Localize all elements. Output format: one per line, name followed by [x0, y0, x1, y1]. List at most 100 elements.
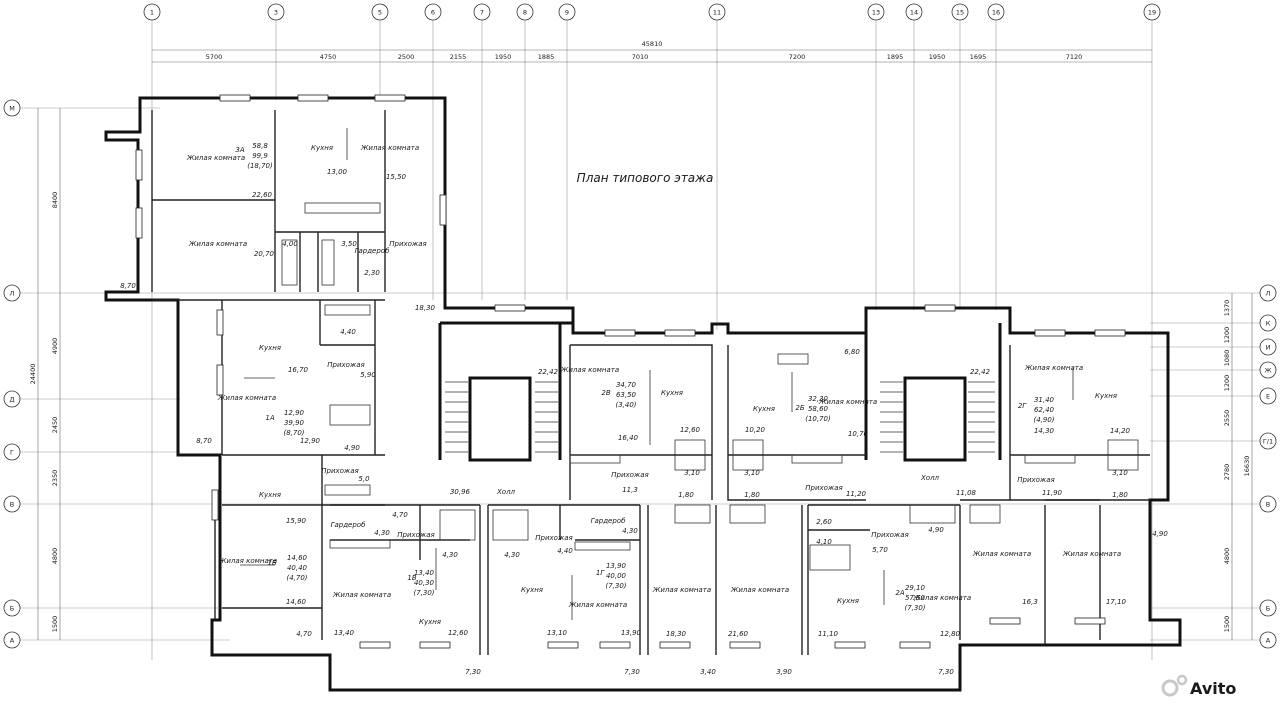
room-label: Холл: [920, 474, 940, 482]
dimension: 1950: [495, 53, 512, 61]
axis-marker: Б: [3, 599, 21, 617]
area-value: 22,60: [252, 191, 273, 199]
area-value: 99,9: [252, 152, 268, 160]
area-value: 10,20: [745, 426, 766, 434]
area-value: 40,30: [414, 579, 435, 587]
apartment-code: 3А: [235, 146, 244, 154]
svg-text:Б: Б: [10, 605, 14, 613]
dimension: 2500: [398, 53, 415, 61]
area-value: 13,90: [621, 629, 642, 637]
area-value: 4,70: [392, 511, 408, 519]
right-axis-markers: Л К И Ж Е Г/1 В Б А: [1259, 284, 1277, 649]
dimension-total: 16630: [1243, 456, 1251, 477]
area-value: 11,10: [818, 630, 839, 638]
dimension: 2450: [51, 417, 59, 434]
svg-text:7: 7: [480, 9, 484, 17]
room-label: Гардероб: [355, 247, 391, 255]
dimension: 7010: [632, 53, 649, 61]
axis-marker: М: [3, 99, 21, 117]
room-label: Жилая комната: [218, 557, 277, 565]
top-axis-markers: 1 3 5 6 7 8 9 11 13 14 15 16 19: [143, 3, 1161, 21]
area-value: 5,90: [360, 371, 376, 379]
area-value: 4,90: [928, 526, 944, 534]
room-label: Кухня: [753, 405, 775, 413]
area-value: 12,90: [284, 409, 305, 417]
axis-marker: Б: [1259, 599, 1277, 617]
svg-text:Е: Е: [1266, 393, 1270, 401]
area-value: 4,40: [557, 547, 573, 555]
room-label: Кухня: [311, 144, 333, 152]
area-value: 2,30: [364, 269, 380, 277]
room-label: Жилая комната: [730, 586, 789, 594]
svg-text:В: В: [1266, 501, 1270, 509]
axis-marker: А: [1259, 631, 1277, 649]
area-value: (8,70): [283, 429, 304, 437]
room-label: Прихожая: [611, 471, 649, 479]
area-value: 11,20: [846, 490, 867, 498]
apartment-code: 2А: [895, 589, 904, 597]
area-value: 7,30: [624, 668, 640, 676]
axis-marker: 14: [905, 3, 923, 21]
area-value: 4,30: [442, 551, 458, 559]
area-value: 32,30: [808, 395, 829, 403]
svg-text:13: 13: [872, 9, 880, 17]
area-value: 4,30: [374, 529, 390, 537]
svg-text:Ж: Ж: [1264, 367, 1271, 375]
axis-marker: Е: [1259, 387, 1277, 405]
area-value: 12,90: [300, 437, 321, 445]
area-value: 7,30: [465, 668, 481, 676]
axis-marker: Д: [3, 390, 21, 408]
room-label: Кухня: [1095, 392, 1117, 400]
area-value: 5,0: [358, 475, 370, 483]
svg-text:Д: Д: [9, 396, 14, 404]
area-value: 4,70: [296, 630, 312, 638]
area-value: 12,60: [448, 629, 469, 637]
axis-marker: Г: [3, 443, 21, 461]
dimension: 5700: [206, 53, 223, 61]
area-value: 14,60: [287, 554, 308, 562]
room-label: Холл: [496, 488, 516, 496]
area-value: 8,70: [120, 282, 136, 290]
area-value: 5,70: [872, 546, 888, 554]
dimension: 1895: [887, 53, 904, 61]
dimension: 1950: [929, 53, 946, 61]
area-value: 8,70: [196, 437, 212, 445]
area-value: 1,80: [1112, 491, 1128, 499]
area-value: 3,10: [684, 469, 700, 477]
area-value: 12,60: [680, 426, 701, 434]
area-value: 13,40: [414, 569, 435, 577]
axis-marker: 5: [371, 3, 389, 21]
area-value: 15,90: [286, 517, 307, 525]
area-value: 11,08: [956, 489, 977, 497]
windows: [135, 94, 1126, 649]
axis-marker: 15: [951, 3, 969, 21]
area-value: 22,42: [538, 368, 559, 376]
room-labels: Жилая комната Жилая комната Кухня Жилая …: [120, 142, 1168, 676]
room-label: Жилая комната: [332, 591, 391, 599]
svg-text:А: А: [10, 637, 15, 645]
area-value: 39,90: [284, 419, 305, 427]
dimension: 1695: [970, 53, 987, 61]
svg-text:Avito: Avito: [1190, 679, 1236, 698]
axis-marker: 8: [516, 3, 534, 21]
area-value: (4,70): [286, 574, 307, 582]
dimension: 1885: [538, 53, 555, 61]
room-label: Кухня: [521, 586, 543, 594]
axis-marker: 13: [867, 3, 885, 21]
area-value: 17,10: [1106, 598, 1127, 606]
svg-text:16: 16: [992, 9, 1000, 17]
area-value: 3,10: [1112, 469, 1128, 477]
svg-text:А: А: [1266, 637, 1271, 645]
apartment-code: 2Б: [795, 404, 804, 412]
room-label: Жилая комната: [217, 394, 276, 402]
svg-text:9: 9: [565, 9, 569, 17]
room-label: Прихожая: [805, 484, 843, 492]
dimension: 4800: [51, 548, 59, 565]
area-value: 3,40: [700, 668, 716, 676]
room-label: Жилая комната: [188, 240, 247, 248]
room-label: Прихожая: [871, 531, 909, 539]
area-value: 31,40: [1034, 396, 1055, 404]
area-value: (4,90): [1033, 416, 1054, 424]
dimension: 4800: [1223, 548, 1231, 565]
